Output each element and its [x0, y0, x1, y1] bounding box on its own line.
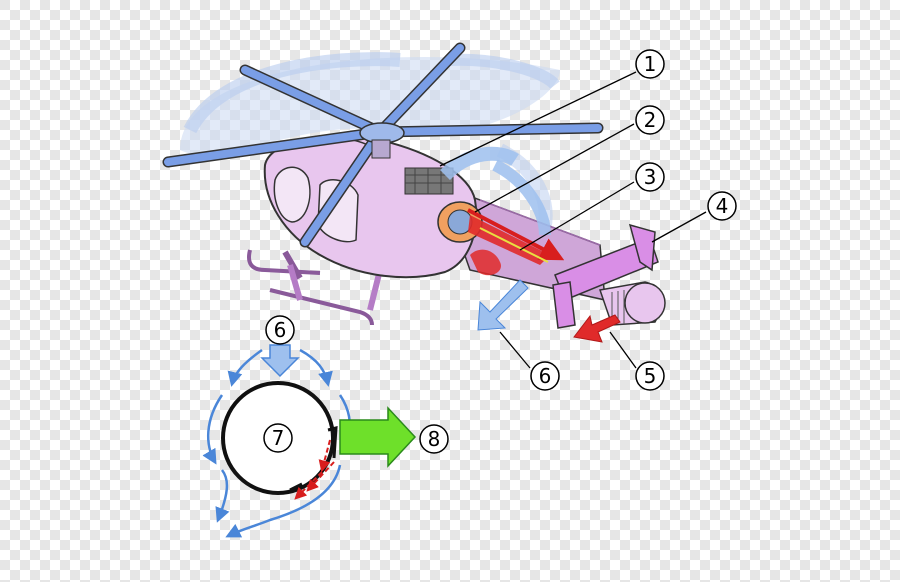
- landing-skids: [247, 249, 383, 326]
- callout-6b: 6: [265, 315, 295, 345]
- callout-8-label: 8: [428, 427, 441, 451]
- fuselage: [263, 134, 478, 279]
- callout-1-label: 1: [644, 52, 657, 76]
- tail-stabilizer: [552, 223, 666, 329]
- airflow-intake: [440, 146, 551, 236]
- callout-7-label: 7: [272, 426, 285, 450]
- callout-2-label: 2: [644, 108, 657, 132]
- exhaust-arrow: [573, 314, 621, 343]
- callout-5-label: 5: [644, 364, 657, 388]
- callout-3-label: 3: [644, 165, 657, 189]
- leader-lines: [439, 71, 707, 369]
- callout-3: 3: [635, 162, 665, 192]
- callout-8: 8: [419, 424, 449, 454]
- callout-7: 7: [263, 423, 293, 453]
- callout-6b-label: 6: [274, 318, 287, 342]
- callout-4: 4: [707, 191, 737, 221]
- callout-6: 6: [530, 361, 560, 391]
- downwash-arrow: [477, 279, 529, 331]
- callout-4-label: 4: [716, 194, 729, 218]
- callout-6-label: 6: [539, 364, 552, 388]
- callout-1: 1: [635, 49, 665, 79]
- callout-2: 2: [635, 105, 665, 135]
- fan-and-duct: [437, 201, 565, 276]
- callout-5: 5: [635, 361, 665, 391]
- main-rotor: [162, 42, 604, 248]
